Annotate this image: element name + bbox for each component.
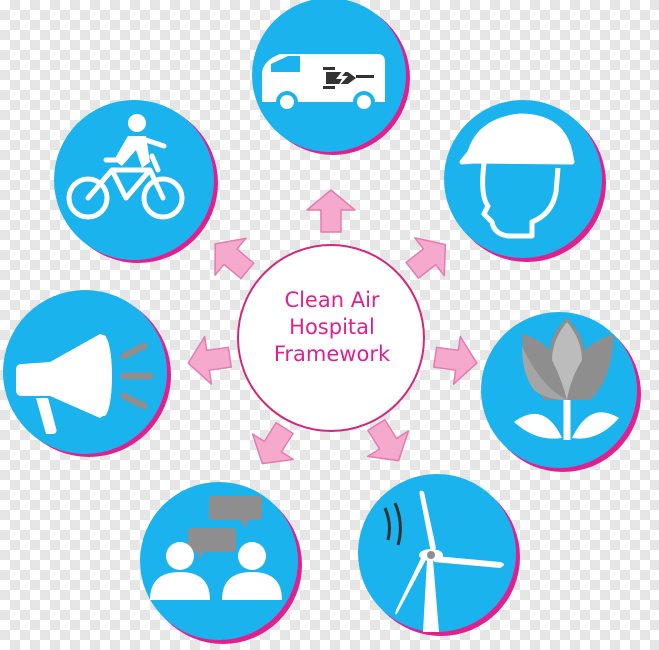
arrow-to-megaphone xyxy=(187,335,232,385)
arrow-to-worker xyxy=(405,237,447,279)
tulip-icon xyxy=(514,318,619,440)
arrow-to-nature xyxy=(433,335,478,385)
node-community xyxy=(140,482,302,644)
node-communication xyxy=(3,290,171,457)
hard-hat-head-icon xyxy=(459,113,575,239)
arrow-to-van xyxy=(306,189,356,233)
center-title-line-2: Hospital xyxy=(289,315,375,339)
megaphone-icon xyxy=(16,334,154,434)
node-nature xyxy=(481,312,641,472)
arrow-to-community xyxy=(251,421,295,465)
wind-turbine-icon xyxy=(383,490,504,632)
arrow-to-turbine xyxy=(366,418,410,462)
arrow-to-cyclist xyxy=(214,237,255,280)
center-title-line-1: Clean Air xyxy=(284,288,380,312)
node-ev-van xyxy=(252,0,410,155)
center-title: Clean Air Hospital Framework xyxy=(242,287,422,368)
electric-van-icon xyxy=(262,54,385,113)
center-ring xyxy=(237,244,425,432)
node-worker xyxy=(444,100,606,262)
center-title-line-3: Framework xyxy=(273,342,391,366)
node-energy xyxy=(358,474,520,636)
arrows xyxy=(187,189,478,465)
cyclist-icon xyxy=(66,114,185,220)
people-speech-icon xyxy=(150,496,282,600)
node-active-travel xyxy=(54,100,218,263)
